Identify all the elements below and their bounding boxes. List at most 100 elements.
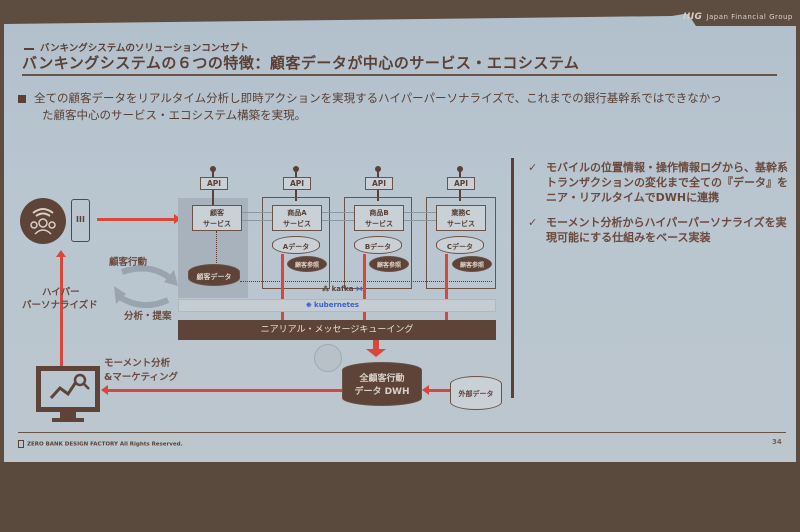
service-type: サービス	[447, 220, 475, 228]
c-data-flow-arrow	[445, 254, 448, 320]
footer-divider	[18, 432, 786, 433]
api-label: API	[289, 179, 305, 188]
a-data-flow-arrow	[281, 254, 284, 320]
brand-name: Japan Financial Group	[706, 13, 793, 21]
product-a-service-box: 商品A サービス	[272, 205, 322, 231]
lead-line-1: 全ての顧客データをリアルタイム分析し即時アクションを実現するハイパーパーソナライ…	[34, 91, 722, 105]
kubernetes-label: kubernetes	[314, 301, 359, 309]
product-b-container	[344, 197, 412, 289]
cycle-arrows-icon	[112, 262, 178, 312]
arrowhead-left-icon	[101, 385, 108, 395]
key-points: ✓ モバイルの位置情報・操作情報ログから、基幹系トランザクションの変化まで全ての『…	[528, 160, 788, 255]
analysis-proposal-label: 分析・提案	[124, 311, 172, 322]
customer-ref-store-b: 顧客参照	[369, 256, 409, 272]
service-name: 業務C	[451, 209, 471, 217]
a-data-store: Aデータ	[272, 236, 320, 254]
api-label: API	[206, 179, 222, 188]
section-divider	[511, 158, 514, 398]
service-connector	[242, 212, 272, 213]
api-box-operation-c: API	[447, 177, 475, 190]
arrowhead-down-icon	[366, 349, 386, 357]
customer-data-sync-line	[240, 281, 492, 282]
service-connector	[322, 212, 354, 213]
queue-to-dwh-arrow	[373, 340, 379, 350]
api-label: API	[453, 179, 469, 188]
brand-mark-icon: IIIG	[683, 12, 703, 22]
lead-text: 全ての顧客データをリアルタイム分析し即時アクションを実現するハイパーパーソナライ…	[18, 90, 788, 124]
store-label: Aデータ	[282, 243, 310, 251]
service-name: 商品B	[369, 209, 389, 217]
page-title: バンキングシステムの６つの特徴：顧客データが中心のサービス・エコシステム	[22, 54, 580, 72]
api-box-customer: API	[200, 177, 228, 190]
message-queue-bar: ニアリアル・メッセージキューイング	[178, 320, 496, 340]
service-name: 顧客	[210, 209, 224, 217]
moment-analysis-label-1: モーメント分析	[104, 358, 171, 369]
dwh-store: 全顧客行動データ DWH	[342, 362, 422, 406]
api-pin-icon	[293, 166, 299, 172]
kubernetes-logo: ⎈ kubernetes	[306, 301, 359, 310]
arrowhead-right-icon	[174, 214, 181, 224]
store-label: 外部データ	[458, 390, 494, 398]
section-label-text: バンキングシステムのソリューションコンセプト	[40, 43, 249, 54]
section-label: バンキングシステムのソリューションコンセプト	[24, 40, 249, 54]
key-point: ✓ モバイルの位置情報・操作情報ログから、基幹系トランザクションの変化まで全ての『…	[528, 160, 788, 205]
service-type: サービス	[365, 220, 393, 228]
phone-glyph: III	[76, 215, 85, 224]
kafka-label: kafka	[331, 285, 354, 293]
monitor-stand	[60, 412, 76, 418]
hyper-personalized-label-1: ハイパー	[42, 287, 80, 298]
customer-data-store: 顧客データ	[188, 264, 240, 286]
api-pin-icon	[457, 166, 463, 172]
arrow-to-customer-service	[97, 218, 177, 221]
api-pin-icon	[375, 166, 381, 172]
projection-shadow	[0, 462, 800, 532]
store-label: 顧客参照	[294, 262, 319, 269]
page-number: 34	[772, 438, 782, 446]
key-point-text: モバイルの位置情報・操作情報ログから、基幹系トランザクションの変化まで全ての『デ…	[546, 161, 788, 204]
kafka-logo: ⁂ kafka ⋈	[322, 285, 363, 293]
customer-service-box: 顧客サービス	[192, 205, 242, 231]
operation-c-service-box: 業務C サービス	[436, 205, 486, 231]
arrowhead-up-icon	[56, 250, 66, 257]
api-label: API	[371, 179, 387, 188]
kafka-wing-icon: ⋈	[355, 285, 363, 293]
check-icon: ✓	[528, 216, 538, 229]
service-connector	[404, 220, 436, 221]
c-data-store: Cデータ	[436, 236, 484, 254]
service-type: サービス	[203, 220, 231, 228]
api-stem	[212, 171, 214, 221]
customers-icon	[20, 198, 66, 244]
dwh-label-2: データ DWH	[354, 387, 410, 397]
monitor-base	[52, 418, 84, 422]
external-to-dwh-arrow	[428, 389, 450, 392]
service-connector	[404, 212, 436, 213]
moment-analysis-label-2: &マーケティング	[104, 372, 179, 383]
store-label: Cデータ	[446, 243, 474, 251]
api-box-product-a: API	[283, 177, 311, 190]
lead-line-2: た顧客中心のサービス・エコシステム構築を実現。	[42, 108, 307, 122]
key-point-text: モーメント分析からハイパーパーソナライズを実現可能にする仕組みをベース実装	[546, 216, 787, 244]
footer-copyright: ZERO BANK DESIGN FACTORY All Rights Rese…	[18, 440, 183, 448]
dwh-to-analytics-arrow	[108, 389, 342, 392]
key-point: ✓ モーメント分析からハイパーパーソナライズを実現可能にする仕組みをベース実装	[528, 215, 788, 245]
dwh-label-1: 全顧客行動	[359, 374, 405, 384]
mobile-phone-icon: III	[71, 199, 90, 242]
dash-icon	[24, 47, 34, 50]
analytics-to-customer-arrow	[60, 256, 63, 366]
analytics-monitor-icon	[36, 366, 100, 412]
external-data-store: 外部データ	[450, 376, 502, 410]
api-box-product-b: API	[365, 177, 393, 190]
service-connector	[322, 220, 354, 221]
customer-behavior-label: 顧客行動	[109, 257, 148, 268]
service-name: 商品A	[287, 209, 307, 217]
store-label: 顧客参照	[459, 262, 484, 269]
product-a-container	[262, 197, 330, 289]
store-label: Bデータ	[364, 243, 392, 251]
service-type: サービス	[283, 220, 311, 228]
customer-ref-store-c: 顧客参照	[452, 256, 492, 272]
check-icon: ✓	[528, 161, 538, 174]
brand-square-icon	[18, 440, 24, 448]
product-b-service-box: 商品B サービス	[354, 205, 404, 231]
operation-c-container	[426, 197, 496, 289]
